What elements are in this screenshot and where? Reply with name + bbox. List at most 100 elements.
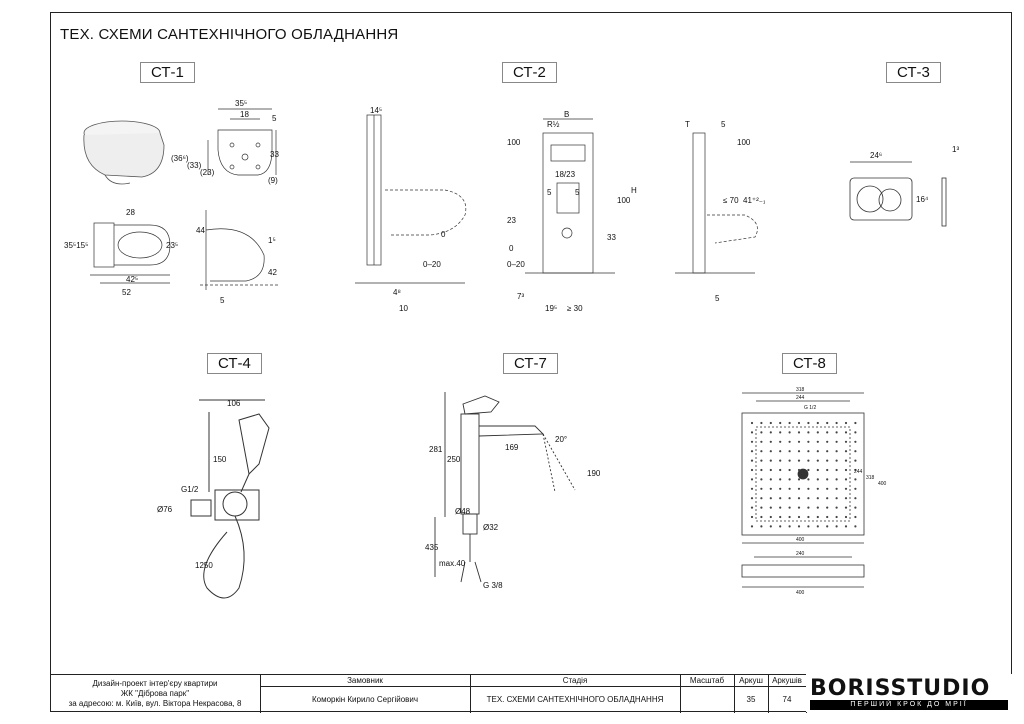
ct2-dim: 0–20 [423, 260, 441, 269]
scheme-label-ct3: СТ-3 [886, 62, 941, 83]
nozzle-dot [835, 431, 838, 434]
nozzle-dot [807, 478, 810, 481]
sheets-header: Аркушів [772, 676, 802, 685]
nozzle-dot [788, 468, 791, 472]
nozzle-dot [788, 506, 791, 509]
logo-name: BORISSTUDIO [810, 676, 991, 701]
nozzle-dot [769, 450, 772, 453]
nozzle-dot [854, 525, 857, 528]
nozzle-dot [750, 431, 754, 434]
title-block: Дизайн-проект інтер'єру квартири ЖК "Діб… [50, 674, 1012, 713]
ct7-dim: 281 [429, 445, 443, 454]
scale-header: Масштаб [689, 676, 725, 685]
nozzle-dot [750, 468, 754, 472]
ct1-dim: 52 [122, 288, 131, 297]
logo-slogan: ПЕРШИЙ КРОК ДО МРІЇ [810, 700, 1008, 710]
ct7-dim: 435 [425, 543, 439, 552]
nozzle-dot [750, 515, 754, 519]
nozzle-dot [750, 450, 754, 453]
nozzle-dot [844, 506, 848, 509]
nozzle-dot [826, 506, 829, 509]
nozzle-dot [826, 421, 829, 425]
rain-shower-side [741, 556, 865, 588]
project-line-3: за адресою: м. Київ, вул. Віктора Некрас… [68, 699, 242, 708]
ct2-installation-drawing: 14⁵ 0 0–20 4⁸ 10 B R½ 100 18/23 5 5 H 10… [345, 105, 765, 320]
nozzle-dot [769, 421, 772, 425]
nozzle-dot [844, 487, 848, 490]
nozzle-dot [854, 497, 857, 500]
ct1-dim: (36⁶) [171, 154, 189, 163]
ct2-dim: 14⁵ [370, 106, 382, 115]
nozzle-dot [769, 487, 772, 490]
nozzle-dot [807, 506, 810, 509]
customer-value: Коморкін Кирило Сергійович [311, 695, 419, 704]
scheme-label-ct8: СТ-8 [782, 353, 837, 374]
ct7-dim: G 3/8 [483, 581, 503, 590]
nozzle-dot [807, 525, 810, 528]
nozzle-dot [788, 459, 791, 462]
nozzle-dot [797, 421, 801, 425]
ct3-dim: 16⁴ [916, 195, 929, 204]
nozzle-dot [797, 459, 801, 462]
nozzle-dot [816, 421, 819, 425]
nozzle-dot [769, 497, 772, 500]
ct2-dim: 5 [547, 188, 552, 197]
studio-logo: BORISSTUDIO ПЕРШИЙ КРОК ДО МРІЇ [806, 674, 1012, 712]
ct3-dim: 1³ [952, 145, 959, 154]
ct4-dim: Ø76 [157, 505, 173, 514]
nozzle-dot [854, 506, 857, 509]
nozzle-dot [788, 497, 791, 500]
nozzle-dot [816, 497, 819, 500]
nozzle-dot [769, 440, 772, 443]
scheme-label-ct7: СТ-7 [503, 353, 558, 374]
toilet-plan-view [90, 222, 171, 284]
nozzle-dot [807, 515, 810, 519]
nozzle-dot [807, 440, 810, 443]
nozzle-dot [797, 440, 801, 443]
nozzle-dot [835, 525, 838, 528]
ct8-dim: 240 [796, 551, 805, 557]
nozzle-dot [854, 421, 857, 425]
ct2-dim: 0–20 [507, 260, 525, 269]
nozzle-dot [816, 468, 819, 472]
ct7-dim: 250 [447, 455, 461, 464]
ct2-dim: 100 [617, 196, 631, 205]
nozzle-dot [835, 478, 838, 481]
nozzle-dot [844, 450, 848, 453]
nozzle-dot [826, 497, 829, 500]
nozzle-dot [816, 506, 819, 509]
ct8-dim: 400 [878, 481, 887, 487]
ct1-dim: 1⁵ [268, 236, 276, 245]
ct4-dim: 150 [213, 455, 227, 464]
nozzle-dot [779, 506, 782, 509]
ct2-dim: 5 [575, 188, 580, 197]
nozzle-dot [807, 421, 810, 425]
nozzle-dot [760, 525, 763, 528]
nozzle-dot [788, 431, 791, 434]
ct7-dim: 190 [587, 469, 601, 478]
stage-value: ТЕХ. СХЕМИ САНТЕХНІЧНОГО ОБЛАДНАННЯ [486, 695, 664, 704]
nozzle-dot [844, 431, 848, 434]
project-line-1: Дизайн-проект інтер'єру квартири [92, 679, 218, 688]
nozzle-dot [797, 478, 801, 481]
ct2-dim: 18/23 [555, 170, 576, 179]
ct8-dim: 318 [796, 387, 805, 393]
ct2-dim: ≤ 70 [723, 196, 739, 205]
frame-side-view [355, 114, 467, 284]
nozzle-dot [826, 525, 829, 528]
nozzle-dot [816, 525, 819, 528]
ct2-dim: 19⁵ [545, 304, 557, 313]
nozzle-dot [788, 487, 791, 490]
ct7-dim: 169 [505, 443, 519, 452]
ct1-dim: (23) [200, 168, 215, 177]
ct2-dim: 5 [721, 120, 726, 129]
nozzle-dot [750, 440, 754, 443]
frame-front-view [525, 118, 615, 274]
nozzle-dot [854, 487, 857, 490]
nozzle-dot [844, 468, 848, 472]
ct1-dim: (9) [268, 176, 278, 185]
nozzle-dot [797, 487, 801, 490]
nozzle-dot [750, 525, 754, 528]
sheet-header: Аркуш [739, 676, 763, 685]
ct4-dim: G1/2 [181, 485, 199, 494]
